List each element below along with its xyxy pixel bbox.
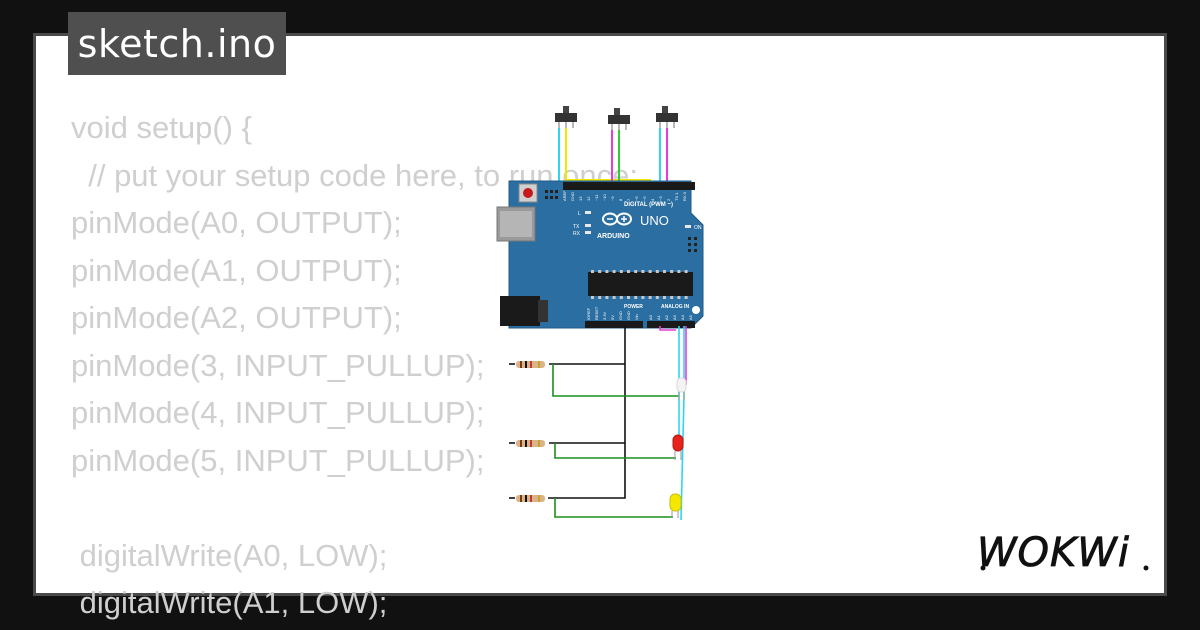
pin-label: ~6 [634,196,639,201]
code-line: // put your setup code here, to run once… [71,157,638,193]
analog-label: ANALOG IN [661,304,689,310]
icsp-header [545,190,558,199]
gnd-wires [509,326,626,499]
pin-label: RX 0 [682,191,687,201]
pin-label: A2 [664,314,669,320]
wokwi-logo: WOKWi [977,530,1149,576]
pin-label: IOREF [586,307,591,320]
code-editor[interactable]: void setup() { // put your setup code he… [71,104,638,627]
board-model-label: UNO [640,213,669,228]
resistor-3[interactable] [516,495,545,502]
wokwi-logo-text: WOKWi [977,530,1130,576]
code-line: digitalWrite(A1, LOW); [71,585,388,620]
icsp-header-right [688,237,697,252]
on-led [685,225,691,228]
pin-label: GND [570,192,575,201]
svg-text:L: L [578,211,581,217]
digital-header-label: DIGITAL (PWM ~) [624,202,673,208]
on-label: ON [694,225,702,231]
pin-label: A3 [672,314,677,320]
pin-label: A0 [648,314,653,320]
code-line: void setup() { [71,110,252,145]
code-line: pinMode(A2, OUTPUT); [71,300,402,335]
code-line: pinMode(A1, OUTPUT); [71,252,402,288]
pin-label: ~11 [594,194,599,201]
pin-label: ~10 [602,193,607,201]
pin-label: 8 [618,198,623,201]
power-jack [500,296,540,326]
resistor-led-wires [552,364,679,518]
led-white[interactable] [676,377,687,400]
led-red[interactable] [672,434,684,460]
slide-switch-3[interactable] [656,106,678,128]
power-label: POWER [624,304,643,310]
pin-label: 13 [578,196,583,201]
power-header [585,321,643,328]
pin-label: GND [626,311,631,320]
resistor-2[interactable] [516,440,545,447]
digital-header [563,182,695,190]
pin-label: A5 [688,314,693,320]
pin-label: RESET [594,306,599,320]
editor-card: void setup() { // put your setup code he… [33,33,1167,620]
code-line: pinMode(A0, OUTPUT); [71,205,402,240]
code-line: pinMode(3, INPUT_PULLUP); [71,347,485,383]
pin-label: ~5 [642,196,647,201]
file-tab[interactable]: sketch.ino [68,12,286,75]
pin-label: 7 [626,198,631,201]
analog-wires [659,326,687,521]
code-line: pinMode(4, INPUT_PULLUP); [71,395,485,430]
board-brand-label: ARDUINO [597,233,630,240]
status-leds: L TX RX [573,211,591,237]
pin-label: A1 [656,314,661,320]
pin-label: GND [618,311,623,320]
mounting-hole [692,306,700,314]
pin-label: 5V [610,315,615,320]
svg-text:RX: RX [573,231,581,237]
switch-wires [558,128,668,187]
analog-header [647,321,695,328]
pin-label: ~3 [658,196,663,201]
pin-label: 3.3V [602,311,607,320]
pin-label: A4 [680,314,685,320]
wire-cyan-switch1 [558,128,567,187]
pin-label: ~9 [610,196,615,201]
code-line: pinMode(5, INPUT_PULLUP); [71,442,485,478]
microcontroller-chip [588,270,693,299]
pin-label: 2 [666,198,671,201]
slide-switch-2[interactable] [608,108,630,130]
code-line: digitalWrite(A0, LOW); [71,537,388,573]
pin-label: Vin [634,314,639,320]
wire-yellow-switch1 [565,128,651,186]
slide-switch-1[interactable] [555,106,577,128]
svg-text:TX: TX [573,224,580,230]
arduino-logo-icon [602,212,632,226]
pin-label: 12 [586,196,591,201]
led-yellow[interactable] [669,493,682,518]
resistor-1[interactable] [516,361,545,368]
pin-label: TX 1 [674,192,679,201]
wire-cyan-switch3 [574,128,661,185]
pin-label: 4 [650,198,655,201]
pin-label: AREF [562,190,567,201]
